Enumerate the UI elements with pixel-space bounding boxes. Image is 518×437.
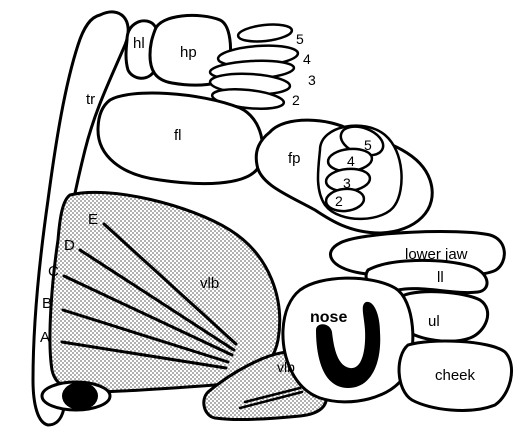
label-vib: vlb [277, 359, 295, 375]
hp-digit-5 [237, 22, 292, 44]
label-hp-digit-5: 5 [296, 31, 304, 47]
label-hp-digit-2: 2 [292, 92, 300, 108]
vlb-region [50, 192, 280, 392]
label-ll: ll [437, 269, 444, 286]
label-fp-digit-4: 4 [347, 153, 355, 169]
label-ray-a: A [40, 329, 50, 346]
label-ray-c: C [48, 263, 59, 280]
label-ray-b: B [42, 295, 52, 312]
label-fp-digit-5: 5 [364, 137, 372, 153]
label-cheek: cheek [435, 367, 476, 384]
label-ray-e: E [88, 211, 98, 228]
label-hp: hp [180, 44, 197, 61]
label-nose: nose [310, 309, 347, 326]
label-ray-d: D [64, 237, 75, 254]
label-fp-digit-2: 2 [335, 193, 343, 209]
label-ul: ul [428, 313, 440, 330]
label-tr: tr [86, 91, 95, 108]
eye-pupil [62, 382, 98, 410]
label-hl: hl [133, 35, 145, 52]
label-fl: fl [174, 127, 182, 144]
label-hp-digit-4: 4 [303, 51, 311, 67]
label-fp-digit-3: 3 [343, 175, 351, 191]
label-fp: fp [288, 150, 301, 167]
label-vlb: vlb [200, 275, 219, 292]
label-lower-jaw: lower jaw [405, 246, 468, 263]
label-hp-digit-3: 3 [308, 72, 316, 88]
